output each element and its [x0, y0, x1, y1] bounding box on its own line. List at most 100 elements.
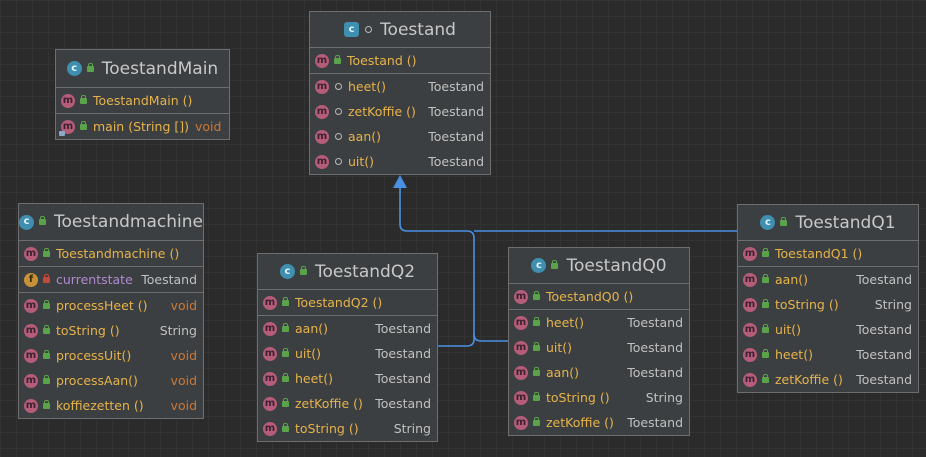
method-name: aan() — [775, 272, 808, 287]
return-type: Toestand — [627, 415, 683, 430]
method-row[interactable]: m processAan() void — [19, 368, 203, 393]
method-row[interactable]: m main (String []) void — [56, 114, 229, 139]
method-name: zetKoffie () — [348, 104, 416, 119]
field-name: currentstate — [56, 272, 133, 287]
method-row[interactable]: m zetKoffie () Toestand — [310, 99, 490, 124]
field-icon: f — [24, 272, 38, 287]
method-row[interactable]: m processHeet () void — [19, 293, 203, 318]
method-row[interactable]: m aan() Toestand — [738, 267, 918, 292]
class-toestand[interactable]: c Toestand m Toestand () m heet() Toesta… — [309, 11, 491, 175]
method-icon: m — [743, 372, 757, 387]
public-lock-icon — [551, 259, 559, 269]
method-row[interactable]: m aan() Toestand — [258, 316, 437, 341]
constructor-row[interactable]: m ToestandQ1 () — [738, 241, 918, 266]
constructor-name: Toestand () — [347, 53, 417, 68]
method-row[interactable]: m toString () String — [19, 318, 203, 343]
public-lock-icon — [43, 247, 50, 257]
public-lock-icon — [299, 265, 307, 275]
public-lock-icon — [762, 273, 769, 283]
class-icon: c — [19, 214, 35, 230]
class-toestandq0[interactable]: c ToestandQ0 m ToestandQ0 () m heet() To… — [508, 247, 690, 436]
method-name: zetKoffie () — [295, 396, 363, 411]
public-lock-icon — [39, 216, 47, 225]
class-toestandq2[interactable]: c ToestandQ2 m ToestandQ2 () m aan() Toe… — [257, 253, 438, 442]
constructor-name: Toestandmachine () — [56, 246, 180, 261]
class-header[interactable]: c Toestandmachine — [19, 204, 203, 241]
field-row[interactable]: f currentstate Toestand — [19, 267, 203, 292]
method-row[interactable]: m toString () String — [509, 385, 689, 410]
public-lock-icon — [533, 316, 540, 326]
method-row[interactable]: m aan() Toestand — [509, 360, 689, 385]
return-type: void — [170, 298, 197, 313]
class-icon: c — [760, 215, 776, 230]
package-visibility-icon — [335, 133, 342, 140]
method-row[interactable]: m zetKoffie () Toestand — [509, 410, 689, 435]
class-header[interactable]: c ToestandMain — [56, 50, 229, 88]
constructor-row[interactable]: m Toestand () — [310, 48, 490, 73]
method-row[interactable]: m uit() Toestand — [509, 335, 689, 360]
method-row[interactable]: m toString () String — [738, 292, 918, 317]
method-row[interactable]: m uit() Toestand — [258, 341, 437, 366]
return-type: Toestand — [627, 340, 683, 355]
method-row[interactable]: m aan() Toestand — [310, 124, 490, 149]
method-name: uit() — [295, 346, 322, 361]
class-header[interactable]: c ToestandQ1 — [738, 205, 918, 241]
class-toestandmachine[interactable]: c Toestandmachine m Toestandmachine () f… — [18, 203, 204, 419]
method-row[interactable]: m heet() Toestand — [310, 74, 490, 99]
method-row[interactable]: m toString () String — [258, 416, 437, 441]
method-icon: m — [24, 398, 38, 413]
method-row[interactable]: m heet() Toestand — [509, 310, 689, 335]
method-row[interactable]: m zetKoffie () Toestand — [738, 367, 918, 392]
return-type: Toestand — [375, 396, 431, 411]
method-row[interactable]: m koffiezetten () void — [19, 393, 203, 418]
class-header[interactable]: c ToestandQ0 — [509, 248, 689, 284]
method-icon: m — [743, 272, 757, 287]
class-header[interactable]: c ToestandQ2 — [258, 254, 437, 290]
method-row[interactable]: m heet() Toestand — [738, 342, 918, 367]
field-type: Toestand — [141, 272, 197, 287]
return-type: Toestand — [428, 129, 484, 144]
method-icon: m — [514, 365, 528, 380]
method-icon: m — [24, 373, 38, 388]
abstract-method-icon: m — [315, 129, 329, 144]
return-type: void — [170, 373, 197, 388]
public-lock-icon — [282, 347, 289, 357]
constructor-row[interactable]: m ToestandMain () — [56, 88, 229, 113]
public-lock-icon — [282, 397, 289, 407]
method-name: aan() — [348, 129, 381, 144]
return-type: Toestand — [856, 372, 912, 387]
method-row[interactable]: m processUit() void — [19, 343, 203, 368]
constructor-name: ToestandQ2 () — [295, 295, 383, 310]
class-header[interactable]: c Toestand — [310, 12, 490, 48]
constructor-row[interactable]: m Toestandmachine () — [19, 241, 203, 266]
package-visibility-icon — [335, 83, 342, 90]
class-name: ToestandMain — [101, 58, 219, 79]
class-toestandq1[interactable]: c ToestandQ1 m ToestandQ1 () m aan() Toe… — [737, 204, 919, 393]
public-lock-icon — [762, 323, 769, 333]
abstract-method-icon: m — [315, 79, 329, 94]
method-icon: m — [263, 295, 277, 310]
return-type: Toestand — [856, 322, 912, 337]
method-row[interactable]: m uit() Toestand — [310, 149, 490, 174]
method-row[interactable]: m uit() Toestand — [738, 317, 918, 342]
return-type: Toestand — [428, 154, 484, 169]
return-type: void — [170, 398, 197, 413]
method-name: toString () — [546, 390, 610, 405]
class-name: ToestandQ1 — [795, 212, 896, 233]
method-row[interactable]: m zetKoffie () Toestand — [258, 391, 437, 416]
public-lock-icon — [43, 299, 50, 309]
method-row[interactable]: m heet() Toestand — [258, 366, 437, 391]
return-type: Toestand — [428, 104, 484, 119]
class-toestandmain[interactable]: c ToestandMain m ToestandMain () m main … — [55, 49, 230, 140]
constructor-row[interactable]: m ToestandQ0 () — [509, 284, 689, 309]
method-name: processAan() — [56, 373, 138, 388]
method-name: main (String []) — [93, 119, 189, 134]
method-name: toString () — [295, 421, 359, 436]
public-lock-icon — [533, 416, 540, 426]
return-type: String — [645, 390, 683, 405]
class-name: ToestandQ0 — [566, 255, 667, 276]
method-name: uit() — [775, 322, 802, 337]
public-lock-icon — [334, 54, 341, 64]
constructor-row[interactable]: m ToestandQ2 () — [258, 290, 437, 315]
method-icon: m — [315, 53, 329, 68]
